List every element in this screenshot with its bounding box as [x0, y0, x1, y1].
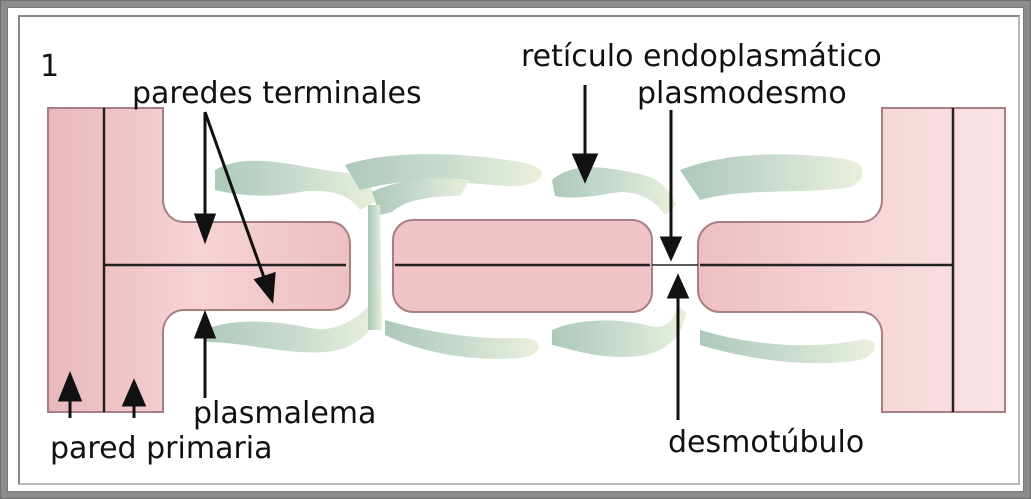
- er-blob-bottom-far-right: [700, 330, 875, 363]
- er-blob-bottom-mid: [385, 320, 539, 359]
- arrow-head-plasmalema: [196, 314, 214, 337]
- label-paredes-terminales: paredes terminales: [132, 76, 422, 111]
- er-blob-bottom-right: [552, 306, 686, 357]
- arrow-head-plasmodesmo: [662, 238, 680, 258]
- figure-number: 1: [40, 49, 59, 84]
- left-cell-wall: [48, 108, 350, 412]
- label-desmotubulo: desmotúbulo: [668, 425, 864, 460]
- label-pared-primaria: pared primaria: [50, 431, 273, 466]
- er-blob-bottom-left: [205, 305, 380, 352]
- label-plasmalema: plasmalema: [193, 396, 376, 431]
- arrow-head-desmotubulo: [669, 277, 687, 297]
- right-cell-wall: [698, 108, 1005, 412]
- er-blob-far-right: [680, 154, 863, 200]
- label-reticulo-endoplasmatico: retículo endoplasmático: [521, 39, 882, 74]
- er-blob-top-right: [552, 167, 676, 215]
- label-plasmodesmo: plasmodesmo: [637, 76, 847, 111]
- er-strand-left-channel: [368, 205, 382, 330]
